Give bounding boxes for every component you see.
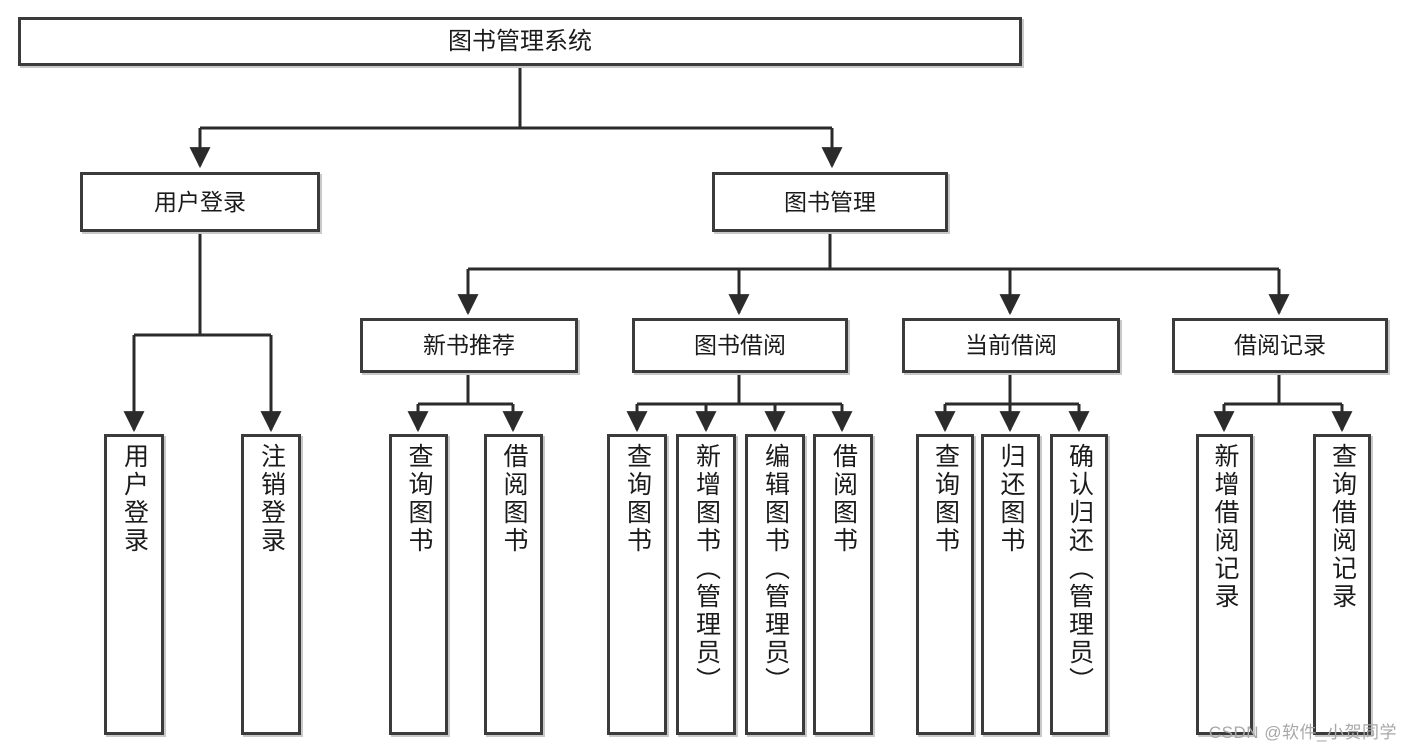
node-label: 图书管理 (784, 188, 876, 215)
leaf-borrow-borrow-book[interactable]: 借阅图书 (813, 434, 873, 735)
watermark: CSDN @软件_小贺同学 (1208, 723, 1397, 742)
node-label: 借阅图书 (829, 443, 858, 555)
node-label: 当前借阅 (965, 332, 1057, 359)
leaf-current-confirm-return-admin[interactable]: 确认归还（管理员） (1050, 434, 1108, 735)
node-label: 查询图书 (931, 443, 960, 555)
node-user-login[interactable]: 用户登录 (80, 172, 320, 232)
node-root-system[interactable]: 图书管理系统 (18, 17, 1022, 66)
leaf-record-add-record[interactable]: 新增借阅记录 (1196, 434, 1253, 735)
node-label: 归还图书 (997, 443, 1025, 555)
leaf-recommend-borrow-book[interactable]: 借阅图书 (484, 434, 543, 735)
node-label: 新书推荐 (423, 332, 515, 359)
node-book-borrow[interactable]: 图书借阅 (632, 318, 848, 373)
node-label: 借阅图书 (500, 443, 528, 555)
node-label: 查询借阅记录 (1328, 443, 1357, 611)
leaf-recommend-query-book[interactable]: 查询图书 (389, 434, 448, 735)
node-label: 编辑图书（管理员） (761, 443, 790, 695)
leaf-user-login[interactable]: 用户登录 (104, 434, 164, 735)
leaf-record-query-record[interactable]: 查询借阅记录 (1313, 434, 1371, 735)
leaf-user-logout[interactable]: 注销登录 (241, 434, 301, 735)
node-label: 注销登录 (257, 443, 286, 555)
leaf-current-return-book[interactable]: 归还图书 (981, 434, 1040, 735)
node-label: 新增图书（管理员） (692, 443, 721, 695)
node-label: 查询图书 (623, 443, 652, 555)
leaf-borrow-query-book[interactable]: 查询图书 (607, 434, 667, 735)
node-new-book-recommend[interactable]: 新书推荐 (360, 318, 578, 373)
node-borrow-record[interactable]: 借阅记录 (1172, 318, 1388, 373)
node-label: 查询图书 (405, 443, 433, 555)
node-book-management[interactable]: 图书管理 (712, 172, 948, 232)
node-label: 借阅记录 (1234, 332, 1326, 359)
node-current-borrow[interactable]: 当前借阅 (902, 318, 1120, 373)
leaf-current-query-book[interactable]: 查询图书 (916, 434, 974, 735)
node-label: 图书借阅 (694, 332, 786, 359)
node-label: 确认归还（管理员） (1065, 443, 1094, 695)
node-label: 用户登录 (120, 443, 149, 555)
node-label: 图书管理系统 (448, 27, 592, 55)
leaf-borrow-add-book-admin[interactable]: 新增图书（管理员） (676, 434, 736, 735)
node-label: 新增借阅记录 (1211, 443, 1239, 611)
node-label: 用户登录 (154, 188, 246, 215)
leaf-borrow-edit-book-admin[interactable]: 编辑图书（管理员） (745, 434, 805, 735)
